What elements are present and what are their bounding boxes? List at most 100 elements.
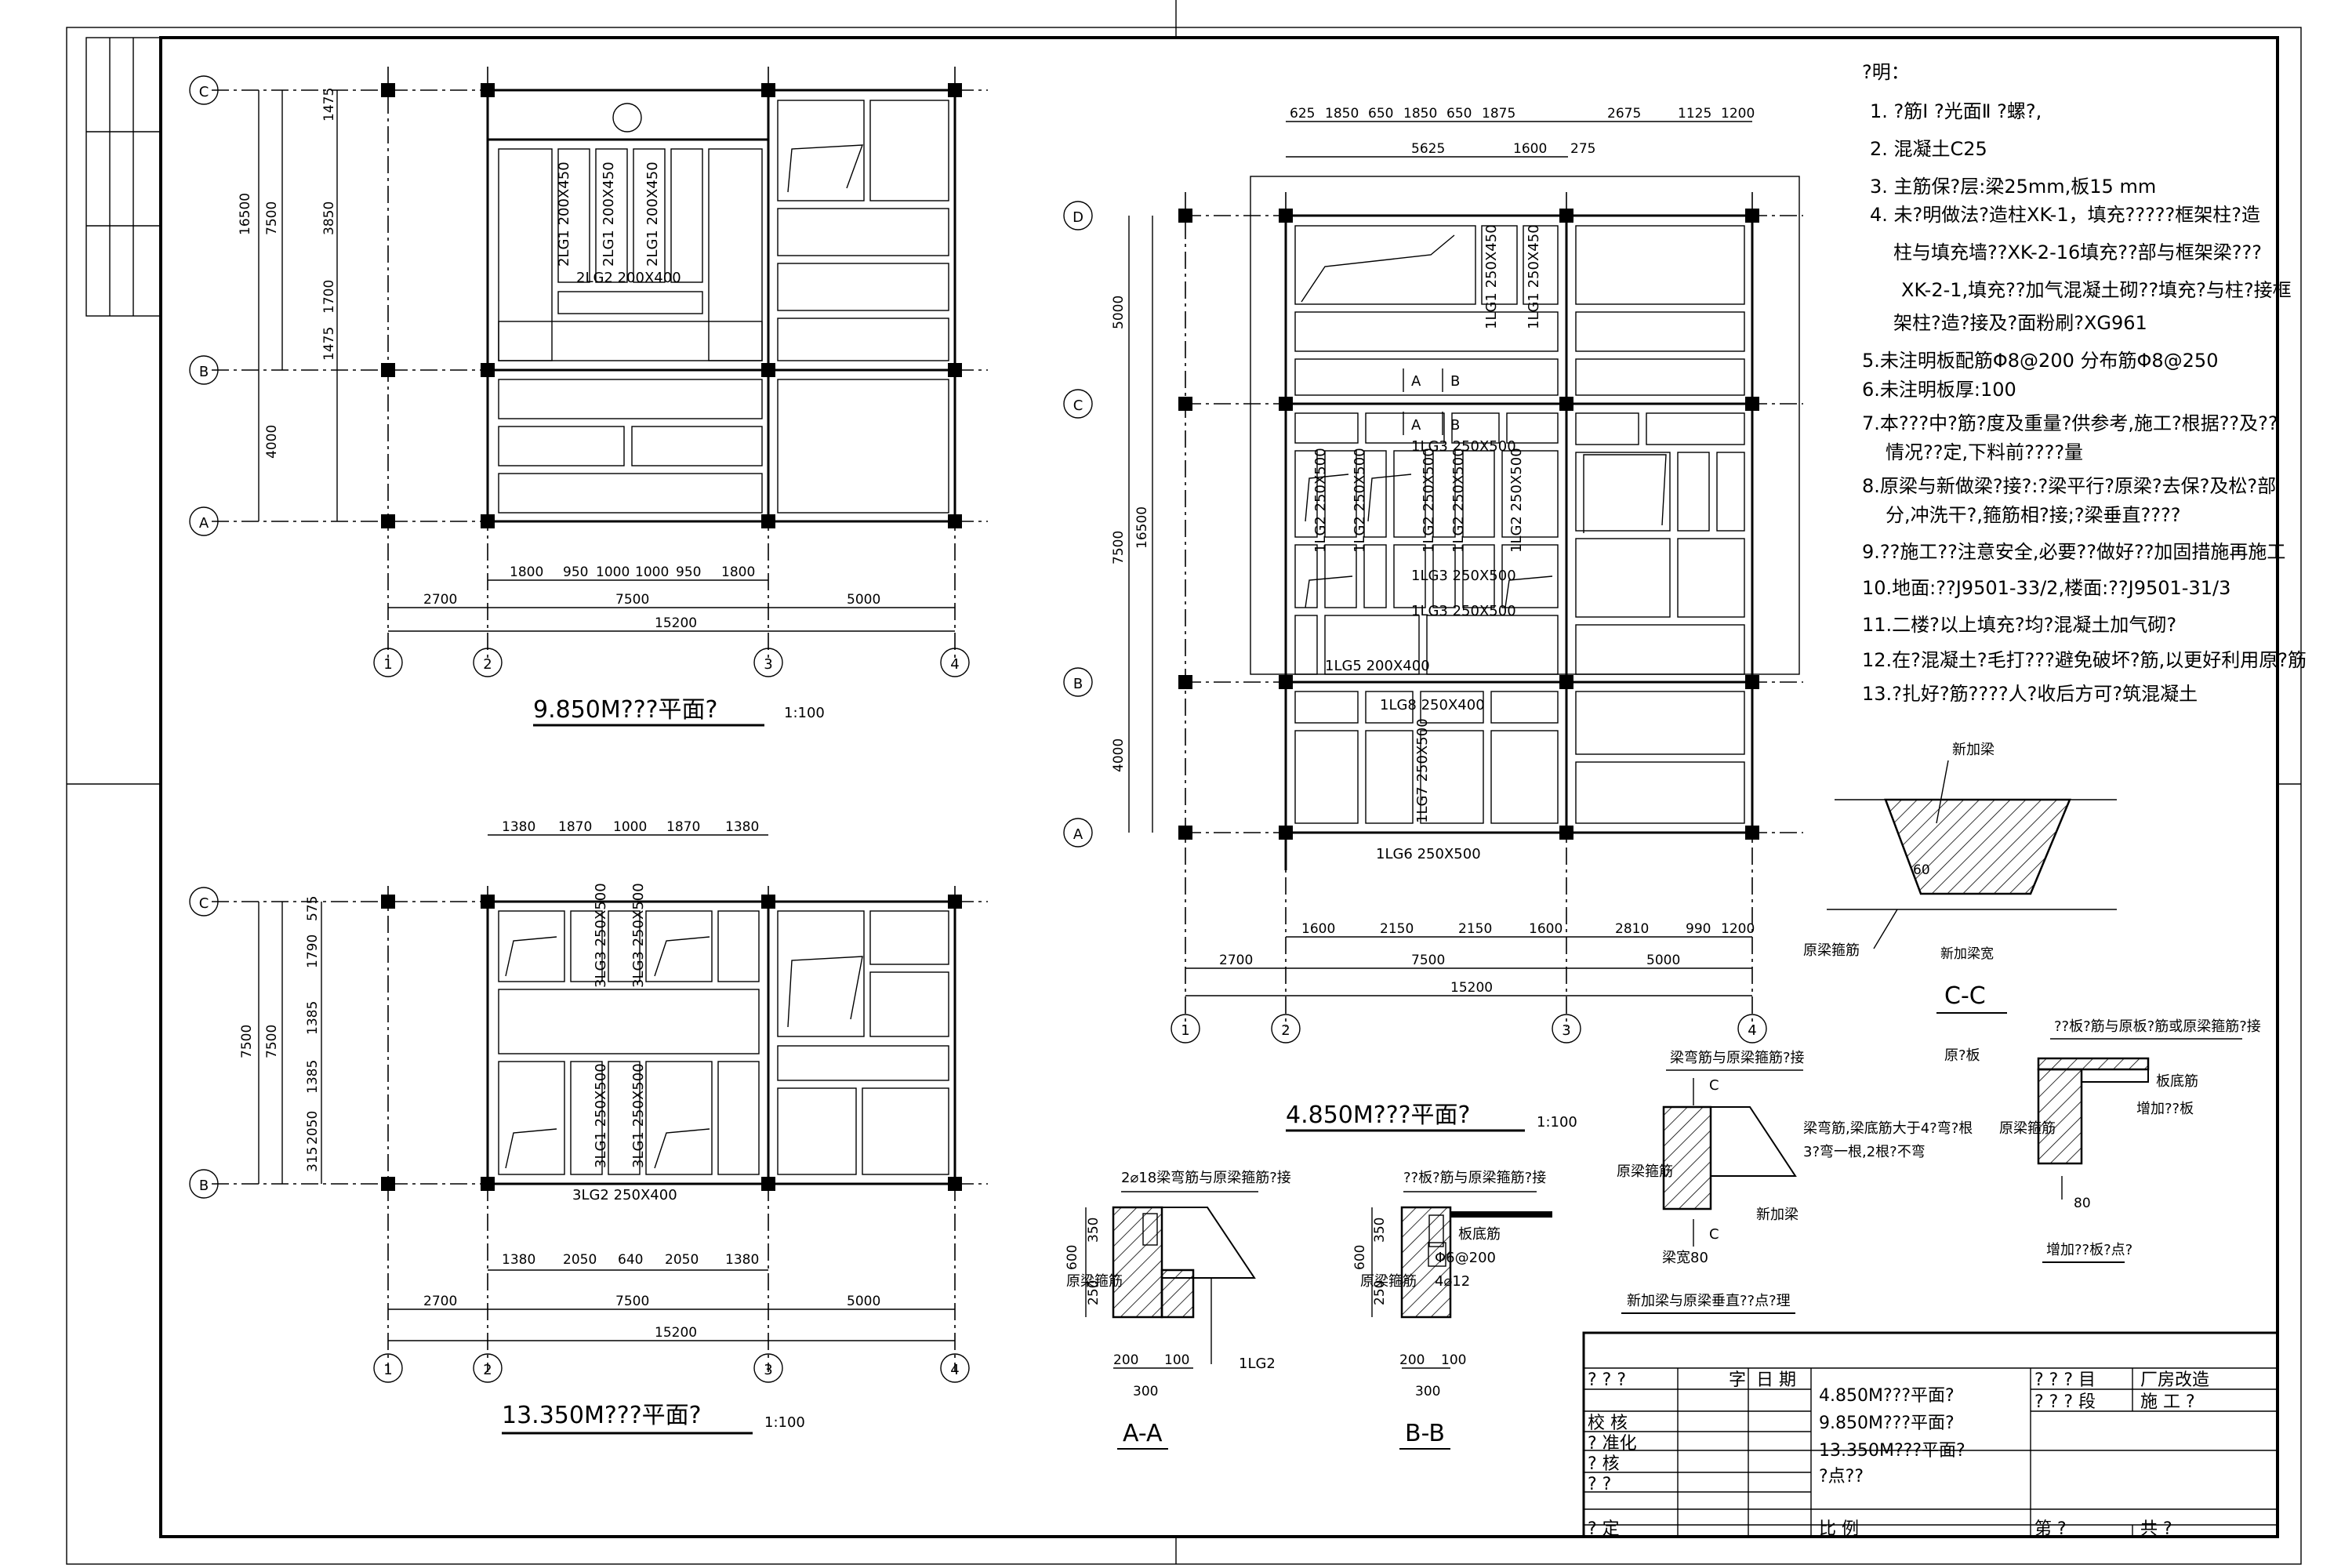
beam-label: 1LG2 250X500 [1352,448,1368,553]
detail-label: 梁宽80 [1662,1250,1708,1266]
dim-top: 5625 [1411,141,1445,157]
columns [1178,209,1759,840]
detail-b-b: ??板?筋与原梁箍筋?接 板底筋 Φ6@200 4⌀12 原梁箍筋 600 35… [1352,1170,1552,1450]
detail-label: 新加梁 [1952,742,1994,758]
dim-bottom: 7500 [615,1294,649,1309]
dim-left: 5000 [1111,296,1127,329]
beam-label: 1LG3 250X500 [1411,603,1516,619]
detail-title: A-A [1123,1420,1163,1447]
dim-top: 1200 [1721,106,1755,122]
dim-bottom: 1600 [1301,921,1335,937]
axis-label: 4 [1748,1022,1756,1039]
detail-label: 板底筋 [2156,1073,2198,1090]
beam-label: 1LG2 250X500 [1450,448,1467,553]
axis-bubbles-v: 1 2 3 4 [1171,1014,1767,1044]
axis-label: 2 [483,656,492,673]
dim-right: 1385 [305,1001,321,1035]
plan-title: 13.350M???平面? [502,1402,702,1429]
axis-label: 3 [764,1362,772,1378]
design-notes: ?明： 1. ?筋Ⅰ ?光面Ⅱ ?螺?, 2. 混凝土C25 3. 主筋保?层:… [1862,61,2307,705]
beam-outlines [486,900,956,1185]
tb-page: 第 ? [2034,1519,2067,1539]
axis-bubbles-v: 1 2 3 4 [373,1353,970,1383]
section-mark: A [1411,373,1421,390]
dim-left: 4000 [1111,739,1127,772]
tb-col: 字 [1729,1370,1746,1390]
section-mark: A [1411,417,1421,434]
dim-h: 100 [1441,1352,1466,1368]
axis-label: 1 [383,656,392,673]
dim-top: 1475 [321,88,337,122]
tb-drawing-name: 9.850M???平面? [1819,1414,1955,1433]
note-item: 7.本???中?筋?度及重量?供参考,施工?根据??及?? [1862,412,2278,434]
tb-row: ? 核 [1588,1454,1620,1474]
plan-scale: 1:100 [764,1414,805,1431]
axis-label: B [199,1178,209,1194]
beam-label: 3LG3 250X500 [630,883,647,988]
beam-label: 3LG1 250X500 [593,1063,609,1168]
beam-label: 2LG1 200X450 [556,162,572,267]
beam-label: 3LG3 250X500 [593,883,609,988]
dim-h: 200 [1399,1352,1425,1368]
axis-bubbles-v: 1 2 3 4 [373,648,970,677]
axis-label: B [1073,676,1083,692]
dim-bottom: 1600 [1529,921,1563,937]
plan-title: 9.850M???平面? [533,696,717,724]
dim-top: 3850 [321,201,337,235]
detail-label: 梁弯筋,梁底筋大于4?弯?根 [1803,1120,1973,1137]
sheet-border [66,0,2302,1565]
dim-left: 7500 [239,1025,255,1058]
axis-label: 1 [1181,1022,1189,1039]
detail-label: 原梁箍筋 [1360,1273,1417,1290]
tb-row: ? ? ? [1588,1370,1626,1390]
dim-top: 1870 [558,819,592,835]
tb-col: 日 期 [1756,1370,1796,1390]
detail-label: 原梁箍筋 [1999,1120,2056,1137]
detail-label: 板底筋 [1458,1226,1501,1243]
detail-label: ??板?筋与原板?筋或原梁箍筋?接 [2054,1018,2261,1035]
dim-total: 15200 [1450,980,1493,996]
dim-bottom: 5000 [847,1294,880,1309]
beam-label: 1LG3 250X500 [1411,438,1516,455]
detail-title: C-C [1944,982,1986,1010]
dim-total: 16500 [1134,506,1150,549]
tb-row: ? ? [1588,1475,1611,1494]
detail-label: 原梁箍筋 [1803,942,1860,959]
note-item: 分,冲洗干?,箍筋相?接;?梁垂直???? [1886,504,2181,526]
dim-bottom: 2700 [1219,953,1253,968]
detail-title: 增加??板?点? [2046,1242,2132,1258]
dim-bottom: 7500 [615,592,649,608]
axis-label: 1 [383,1362,392,1378]
dim-bottom: 2050 [665,1252,699,1268]
dim-left-a: 7500 [264,201,280,235]
note-item: XK-2-1,填充??加气混凝土砌??填充?与柱?接框 [1901,279,2292,301]
detail-label: 原梁箍筋 [1066,1273,1123,1290]
axis-bubbles-h: C B A [189,75,219,536]
tb-label: ? ? ? 段 [2034,1392,2096,1412]
beam-outlines [1284,214,1754,870]
dim-right: 1790 [305,935,321,968]
note-item: 架柱?造?接及?面粉刷?XG961 [1893,312,2147,334]
dim-bottom: 950 [563,564,588,580]
note-item: 情况??定,下料前????量 [1886,441,2083,463]
tb-row: ? 准化 [1588,1434,1637,1454]
axis-label: A [1073,826,1083,843]
beam-label: 3LG1 250X500 [630,1063,647,1168]
tb-scale: 比 例 [1819,1519,1859,1539]
beam-label: 1LG5 200X400 [1325,658,1430,674]
dim-total: 15200 [655,1325,697,1341]
dim-top: 1870 [666,819,700,835]
dim-right: 1385 [305,1060,321,1094]
beam-label: 1LG7 250X500 [1414,718,1431,823]
beam-label: 1LG2 250X500 [1421,448,1437,553]
tb-value: 厂房改造 [2140,1370,2209,1390]
dim-top: 1850 [1325,106,1359,122]
dim-bottom: 2810 [1615,921,1649,937]
angle-label: 60 [1913,862,1930,878]
dim-bottom: 1000 [635,564,669,580]
dim-v: 250 [1372,1280,1388,1305]
plan-13350: C B 1 2 3 4 1380 1870 1000 1870 1380 [189,819,988,1435]
plan-4850: D C B A 1 2 3 4 625 1850 [1063,106,1803,1132]
note-item: 3. 主筋保?层:梁25mm,板15 mm [1870,176,2156,198]
dim-total: 15200 [655,615,697,631]
